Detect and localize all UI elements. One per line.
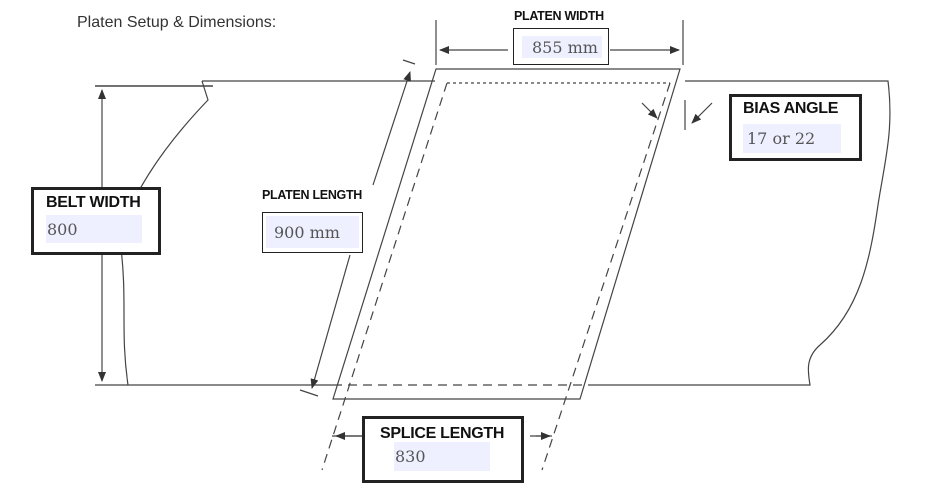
- bias-angle-label: BIAS ANGLE: [743, 100, 839, 117]
- splice-dashed-lines: [321, 82, 671, 471]
- platen-outline: [332, 68, 681, 400]
- splice-length-input[interactable]: [394, 442, 490, 471]
- page-title: Platen Setup & Dimensions:: [77, 14, 277, 31]
- splice-length-box: [362, 416, 524, 483]
- platen-width-input[interactable]: [522, 36, 602, 58]
- platen-width-label: PLATEN WIDTH: [514, 9, 604, 23]
- platen-length-input[interactable]: [266, 216, 359, 248]
- belt-width-label: BELT WIDTH: [46, 194, 141, 211]
- platen-length-label: PLATEN LENGTH: [262, 188, 363, 202]
- splice-length-label: SPLICE LENGTH: [380, 425, 505, 442]
- belt-width-input[interactable]: [46, 215, 142, 243]
- bias-angle-input[interactable]: [743, 124, 841, 153]
